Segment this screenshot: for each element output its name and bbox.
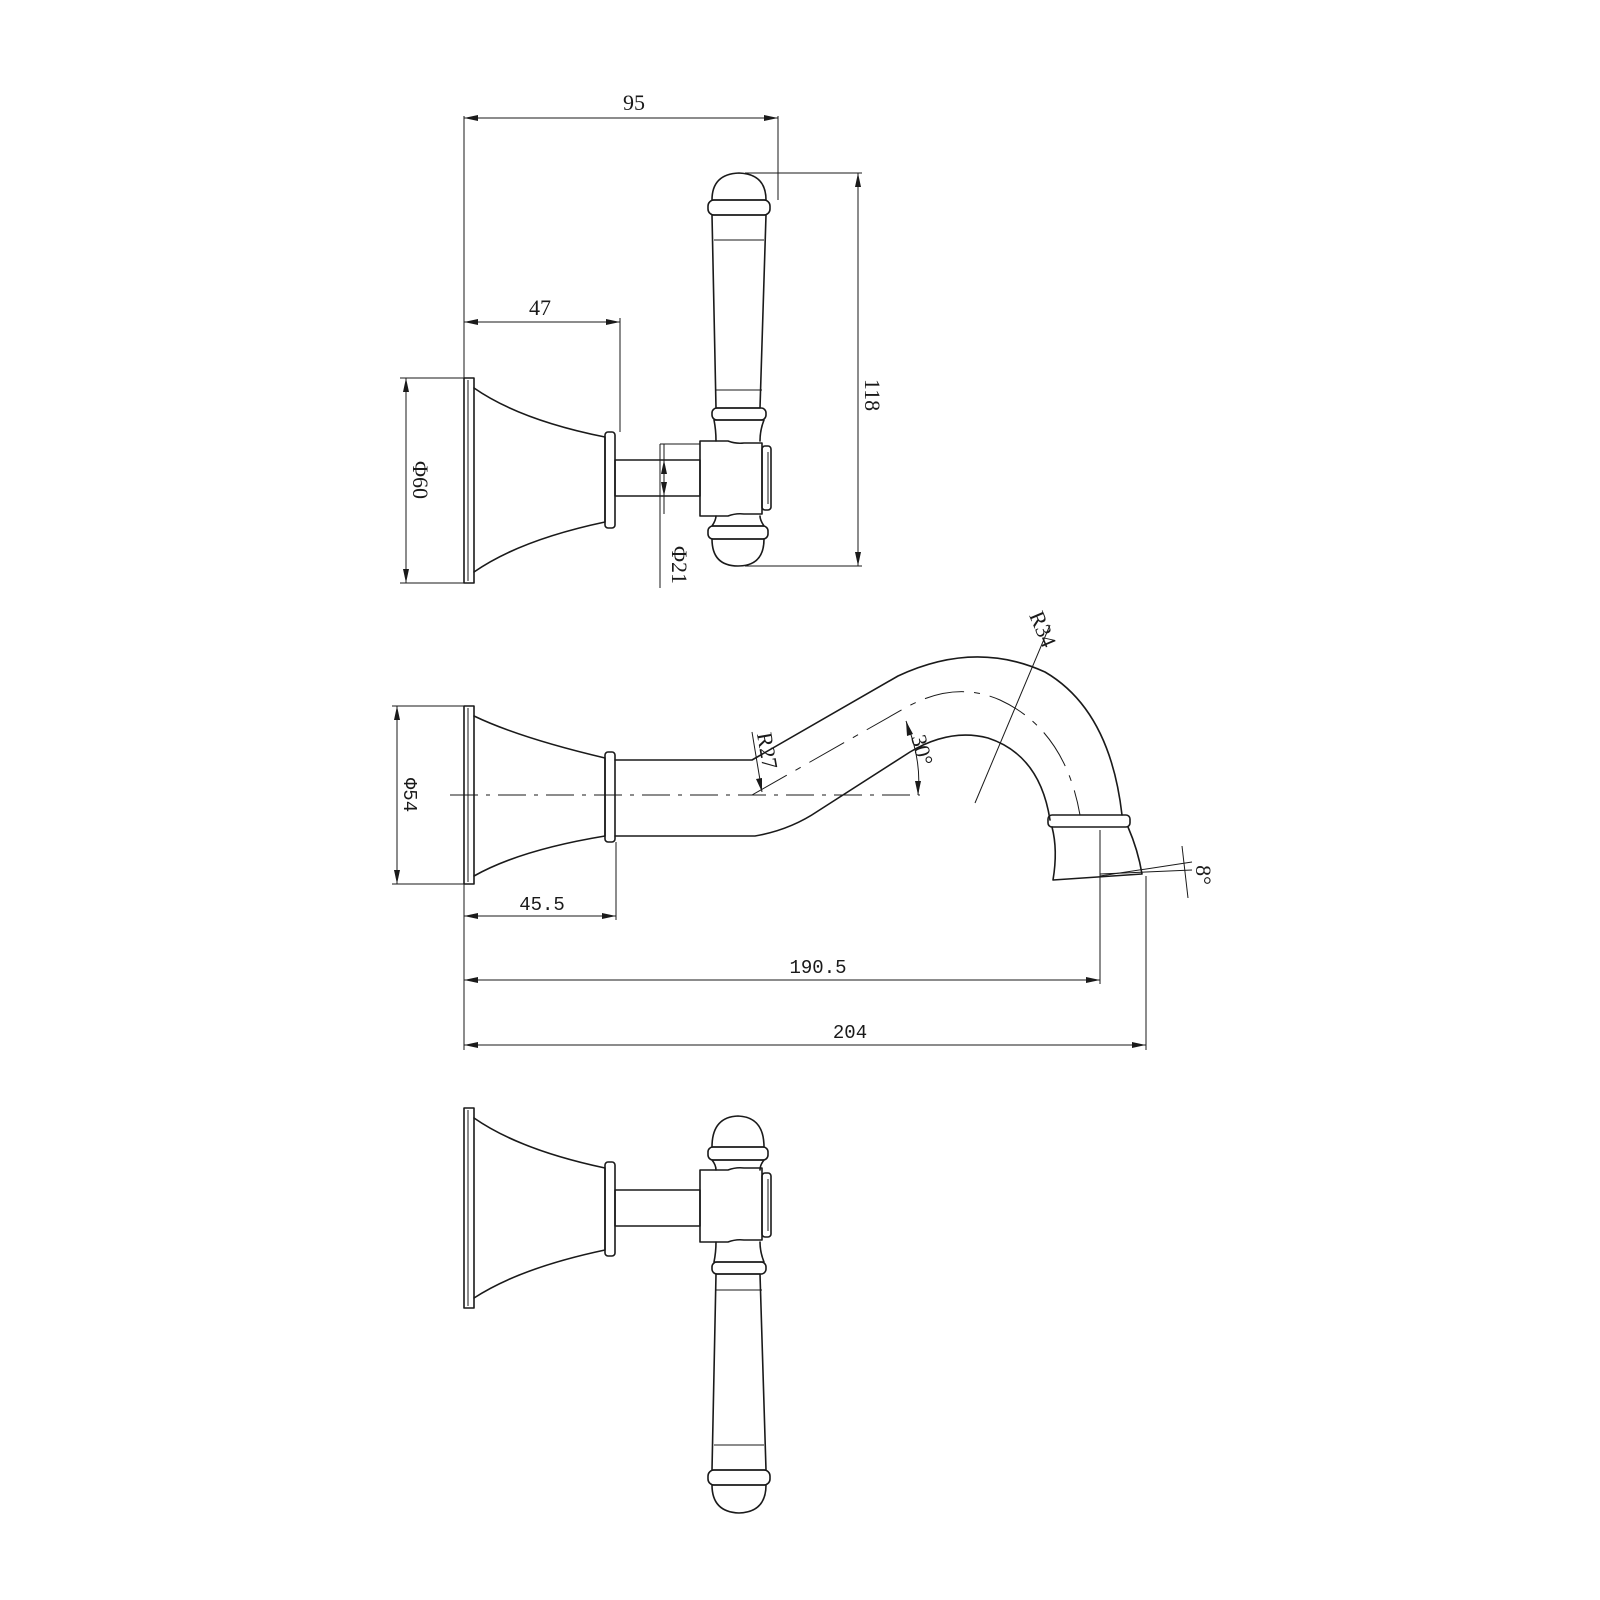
dimension-phi54: Φ54 <box>392 705 470 885</box>
spout-outlet-ring <box>1047 814 1131 828</box>
dim-label-47: 47 <box>529 295 551 320</box>
spout-outlet-nozzle <box>1051 826 1143 881</box>
top-view-handle: 95 47 118 Φ60 <box>400 90 885 588</box>
bottom-escutcheon <box>473 1117 606 1299</box>
top-flange-plate <box>463 377 475 584</box>
dim-label-phi60: Φ60 <box>408 461 433 499</box>
spout-lower-edge <box>614 734 1051 837</box>
bottom-hub <box>699 1166 763 1243</box>
dim-label-phi54: Φ54 <box>398 778 420 812</box>
dimension-r27: R27 <box>751 730 783 793</box>
bottom-collar <box>604 1161 616 1257</box>
dimension-95: 95 <box>463 90 779 378</box>
top-lever-cap <box>711 172 767 201</box>
dimension-190-5: 190.5 <box>464 830 1101 984</box>
top-stem <box>614 459 701 497</box>
spout-upper-edge <box>614 656 1123 816</box>
top-lever-body <box>711 214 767 409</box>
dimension-phi60: Φ60 <box>400 377 470 584</box>
spout-escutcheon <box>473 715 606 877</box>
dimension-r34: R34 <box>974 607 1062 804</box>
dim-label-204: 204 <box>833 1022 867 1044</box>
dimension-angle-8: 8° <box>1099 845 1216 899</box>
dim-label-45-5: 45.5 <box>519 894 565 916</box>
dim-label-phi21: Φ21 <box>667 546 692 584</box>
dimension-118: 118 <box>745 172 885 567</box>
bottom-lever-body <box>711 1273 767 1471</box>
dim-label-190-5: 190.5 <box>789 957 846 979</box>
side-view-spout: R34 R27 30° 8° Φ54 <box>392 607 1216 1050</box>
top-lever-knob <box>711 538 765 567</box>
top-hub <box>699 440 763 517</box>
bottom-view-handle <box>463 1107 772 1514</box>
dim-label-118: 118 <box>860 379 885 411</box>
bottom-lever-knob <box>711 1115 765 1148</box>
dimension-phi21: Φ21 <box>659 443 700 588</box>
dimension-45-5: 45.5 <box>463 842 617 1050</box>
spout-collar <box>604 751 616 843</box>
dimension-47: 47 <box>464 295 621 432</box>
dim-label-95: 95 <box>623 90 645 115</box>
bottom-flange-plate <box>463 1107 475 1309</box>
dimension-angle-30: 30° <box>905 720 938 796</box>
dim-label-angle-8: 8° <box>1191 865 1216 885</box>
dim-label-angle-30: 30° <box>906 732 938 768</box>
bottom-stem <box>614 1189 701 1227</box>
bottom-lever-cap <box>711 1484 767 1514</box>
dim-label-r34: R34 <box>1024 607 1061 651</box>
top-escutcheon <box>473 387 606 573</box>
top-collar <box>604 431 616 529</box>
dimension-204: 204 <box>464 876 1147 1050</box>
dim-label-r27: R27 <box>752 730 783 770</box>
